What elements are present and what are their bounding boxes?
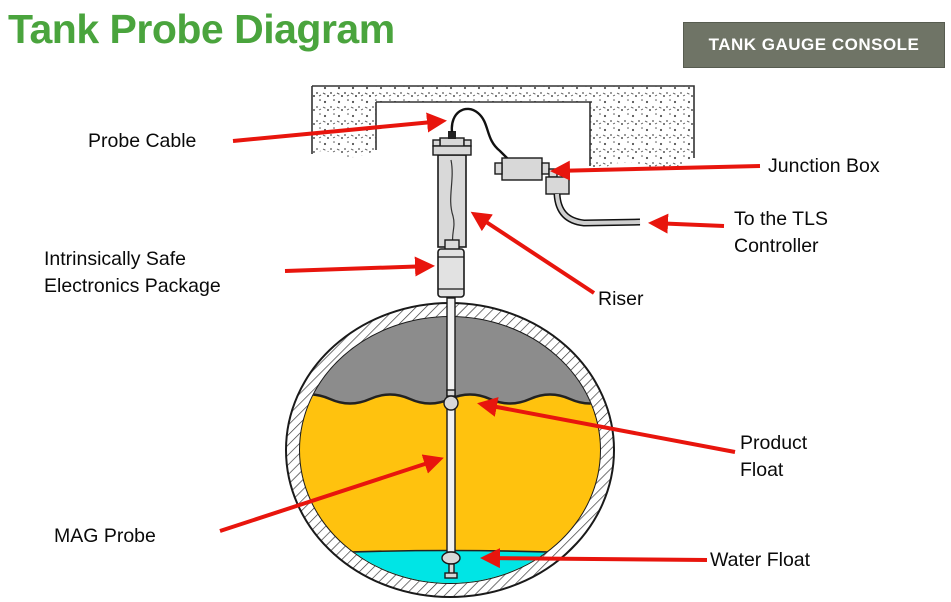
arrow-tls	[648, 213, 725, 234]
arrow-product-float	[477, 397, 736, 454]
label-mag-probe: MAG Probe	[54, 525, 156, 547]
label-water-float: Water Float	[710, 549, 811, 571]
label-electronics-package: Intrinsically Safe Electronics Package	[44, 248, 221, 297]
label-probe-cable: Probe Cable	[88, 130, 197, 152]
ground-concrete	[311, 85, 695, 170]
probe-head	[432, 131, 472, 156]
arrow-mag-probe	[219, 454, 444, 533]
callout-arrows	[219, 112, 761, 569]
riser-pipe	[437, 154, 467, 248]
probe-wire	[450, 159, 455, 245]
cable-connector	[448, 131, 456, 139]
label-junction-box: Junction Box	[768, 155, 880, 177]
arrow-probe-cable	[232, 112, 447, 143]
electronics-package	[437, 239, 465, 298]
label-riser: Riser	[598, 288, 644, 310]
conduit-to-tls	[553, 193, 641, 227]
water-float	[441, 551, 461, 579]
mag-probe-shaft	[446, 297, 456, 553]
arrow-electronics	[284, 256, 435, 277]
label-tls-controller: To the TLS Controller	[734, 208, 828, 257]
label-product-float: Product Float	[740, 432, 808, 481]
junction-box	[494, 157, 570, 195]
arrow-junction-box	[550, 160, 761, 181]
arrow-water-float	[480, 548, 708, 569]
probe-cable-line	[450, 107, 509, 160]
page-title: Tank Probe Diagram	[8, 6, 395, 52]
arrow-riser	[470, 211, 596, 295]
tank-gauge-console-button[interactable]: TANK GAUGE CONSOLE	[683, 22, 945, 68]
product-float	[443, 389, 459, 411]
